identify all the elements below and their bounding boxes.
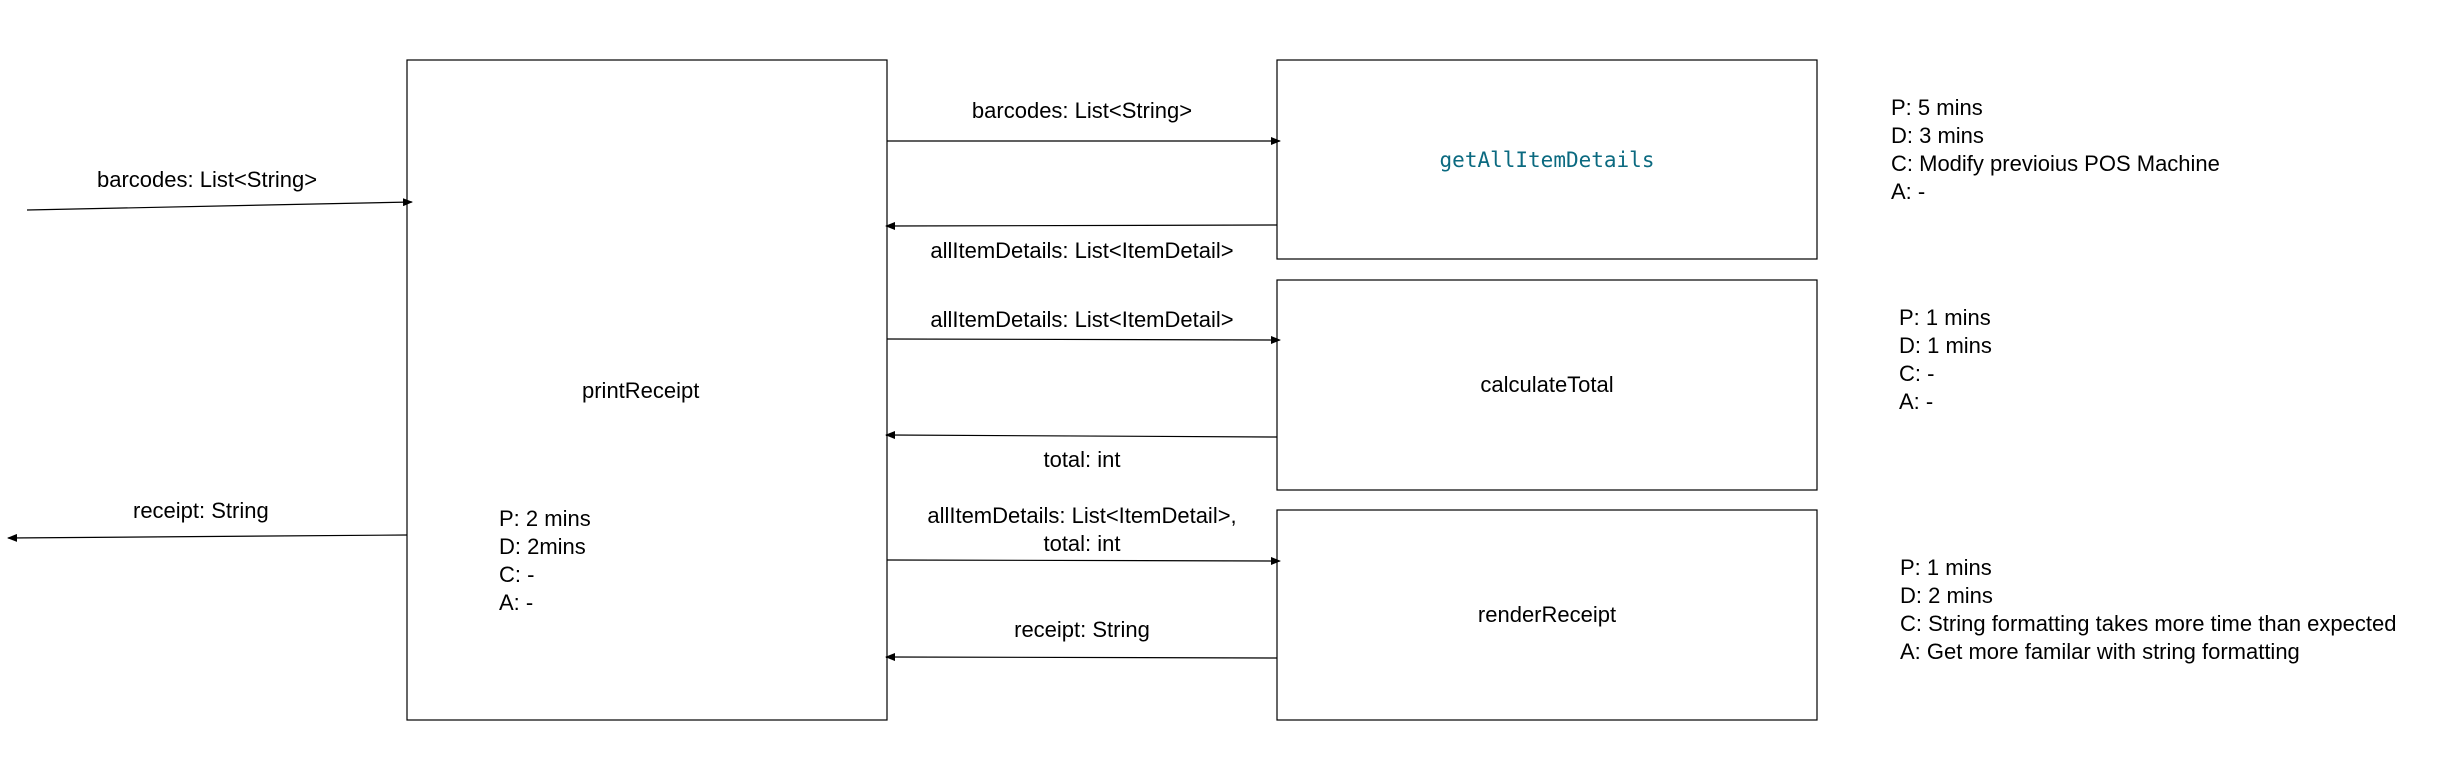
output-arrow bbox=[7, 533, 408, 542]
render-receipt-title: renderReceipt bbox=[1477, 602, 1617, 627]
render-receipt-return-label: receipt: String bbox=[1014, 617, 1150, 642]
render-receipt-note-c: C: String formatting takes more time tha… bbox=[1900, 611, 2397, 636]
calculate-total-notes: P: 1 mins D: 1 mins C: - A: - bbox=[1899, 304, 1992, 416]
calculate-total-note-p: P: 1 mins bbox=[1899, 305, 1991, 330]
get-all-item-details-notes: P: 5 mins D: 3 mins C: Modify previoius … bbox=[1891, 94, 2220, 206]
calculate-total-return-arrow bbox=[885, 431, 1278, 440]
calculate-total-return-label: total: int bbox=[1043, 447, 1121, 472]
render-receipt-note-d: D: 2 mins bbox=[1900, 583, 1993, 608]
calculate-total-note-c: C: - bbox=[1899, 361, 1935, 386]
output-arrow-label: receipt: String bbox=[133, 498, 269, 523]
print-receipt-note-d: D: 2mins bbox=[499, 534, 586, 559]
render-receipt-note-p: P: 1 mins bbox=[1900, 555, 1992, 580]
calculate-total-note-d: D: 1 mins bbox=[1899, 333, 1992, 358]
render-receipt-box[interactable] bbox=[1276, 509, 1818, 721]
render-receipt-call-label-line1: allItemDetails: List<ItemDetail>, bbox=[927, 503, 1237, 528]
render-receipt-notes: P: 1 mins D: 2 mins C: String formatting… bbox=[1900, 554, 2396, 666]
get-all-item-details-note-d: D: 3 mins bbox=[1891, 123, 1984, 148]
get-all-item-details-note-c: C: Modify previoius POS Machine bbox=[1891, 151, 2220, 176]
print-receipt-title: printReceipt bbox=[582, 378, 700, 403]
get-all-item-details-note-p: P: 5 mins bbox=[1891, 95, 1983, 120]
print-receipt-box[interactable] bbox=[406, 59, 888, 721]
calculate-total-title: calculateTotal bbox=[1480, 372, 1614, 397]
render-receipt-note-a: A: Get more familar with string formatti… bbox=[1900, 639, 2300, 664]
calculate-total-box[interactable] bbox=[1276, 279, 1818, 491]
input-arrow-label: barcodes: List<String> bbox=[97, 167, 318, 192]
get-all-item-details-note-a: A: - bbox=[1891, 179, 1926, 204]
render-receipt-call-arrow bbox=[886, 556, 1281, 565]
calculate-total-call-label: allItemDetails: List<ItemDetail> bbox=[930, 307, 1234, 332]
print-receipt-note-p: P: 2 mins bbox=[499, 506, 591, 531]
print-receipt-note-a: A: - bbox=[499, 590, 534, 615]
render-receipt-return-arrow bbox=[885, 653, 1278, 662]
get-all-item-details-box[interactable] bbox=[1276, 59, 1818, 260]
render-receipt-call-label-line2: total: int bbox=[1043, 531, 1121, 556]
get-all-item-details-return-arrow bbox=[885, 221, 1278, 230]
get-all-item-details-call-label: barcodes: List<String> bbox=[971, 98, 1193, 123]
get-all-item-details-return-label: allItemDetails: List<ItemDetail> bbox=[930, 238, 1234, 263]
print-receipt-note-c: C: - bbox=[499, 562, 535, 587]
print-receipt-notes: P: 2 mins D: 2mins C: - A: - bbox=[499, 505, 591, 617]
calculate-total-note-a: A: - bbox=[1899, 389, 1934, 414]
get-all-item-details-title: getAllItemDetails bbox=[1439, 148, 1655, 172]
calculate-total-call-arrow bbox=[886, 335, 1281, 344]
input-arrow bbox=[26, 198, 413, 211]
